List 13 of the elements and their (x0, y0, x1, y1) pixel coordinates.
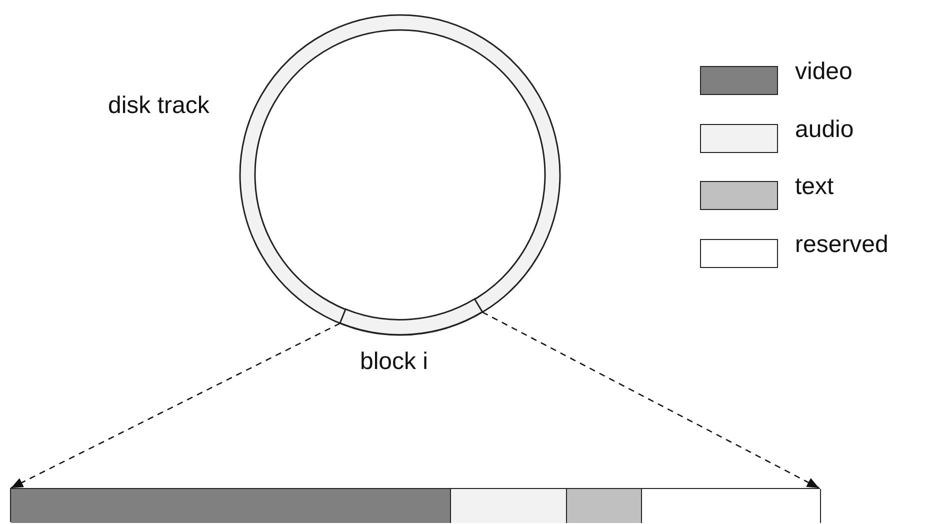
track-label: disk track (108, 92, 210, 120)
data-segment (451, 489, 567, 523)
legend-label: reserved (795, 230, 888, 258)
legend-label: text (795, 173, 834, 201)
data-segment (567, 489, 642, 523)
data-segment (642, 489, 821, 523)
legend-label: audio (795, 116, 854, 144)
block-label: block i (360, 348, 428, 376)
dashed-arrow (10, 322, 340, 489)
expanded-block-bar (10, 488, 820, 522)
data-segment (11, 489, 451, 523)
legend-label: video (795, 58, 852, 86)
dashed-arrow (482, 312, 820, 489)
